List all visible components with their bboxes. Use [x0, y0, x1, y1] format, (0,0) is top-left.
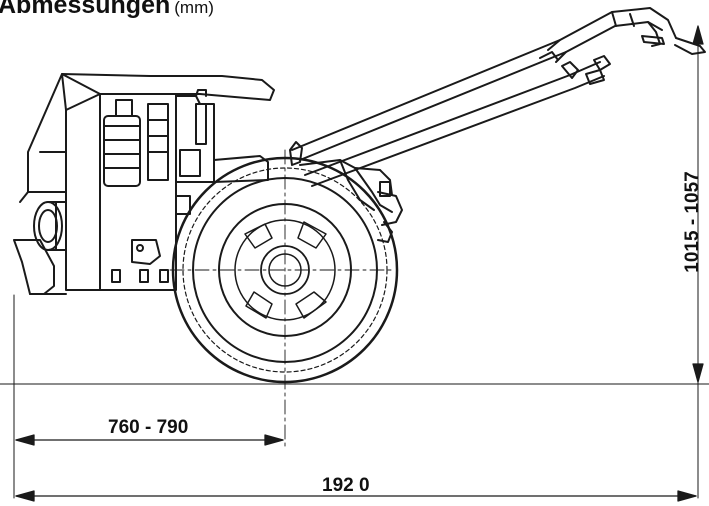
dimension-overall-length — [15, 490, 697, 502]
dimension-height-label: 1015 - 1057 — [682, 171, 703, 272]
drawing-title: Abmessungen(mm) — [0, 0, 214, 24]
handlebars — [291, 7, 706, 187]
dimension-height — [692, 25, 704, 383]
engine — [13, 73, 275, 295]
unit-label: (mm) — [174, 0, 214, 17]
reference-lines — [0, 25, 709, 499]
title-text: Abmessungen — [0, 0, 171, 19]
dimension-overall-length-label: 192 0 — [322, 475, 370, 496]
dimension-wheel-offset-label: 760 - 790 — [108, 417, 188, 438]
dimension-wheel-offset — [15, 434, 284, 446]
centre-lines — [169, 149, 395, 451]
